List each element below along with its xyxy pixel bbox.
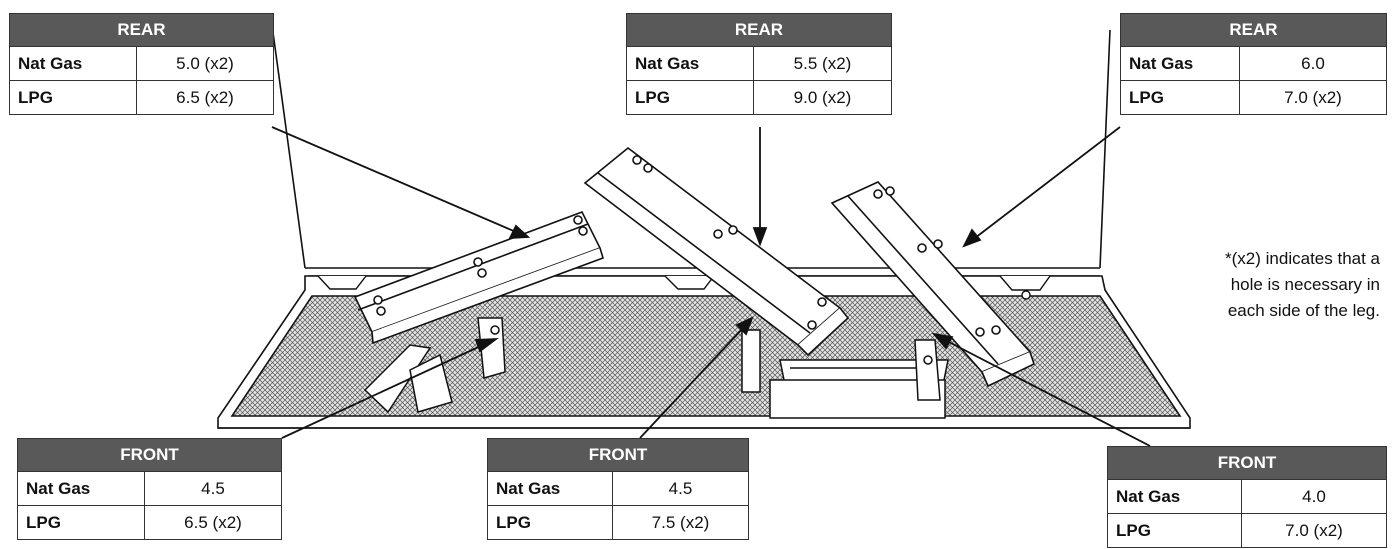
table-header: REAR <box>626 13 892 47</box>
orifice-value: 9.0 (x2) <box>753 80 892 115</box>
gas-type-label: LPG <box>1120 80 1240 115</box>
table-row: Nat Gas 4.0 <box>1107 479 1387 514</box>
gas-type-label: LPG <box>1107 513 1242 548</box>
burner-left <box>353 210 604 345</box>
left-burner-legs <box>363 317 506 414</box>
leader-lines <box>271 126 1151 447</box>
gas-type-label: Nat Gas <box>487 471 613 506</box>
burner-middle <box>583 146 850 357</box>
footnote-line: hole is necessary in <box>1230 275 1380 294</box>
table-row: Nat Gas 4.5 <box>487 471 749 506</box>
gas-type-label: Nat Gas <box>1107 479 1242 514</box>
gas-type-label: LPG <box>9 80 137 115</box>
front-left-orifice-table: FRONT Nat Gas 4.5 LPG 6.5 (x2) <box>17 438 282 540</box>
gas-type-label: Nat Gas <box>1120 46 1240 81</box>
table-row: LPG 6.5 (x2) <box>9 80 274 115</box>
gas-type-label: Nat Gas <box>626 46 754 81</box>
orifice-value: 6.5 (x2) <box>136 80 274 115</box>
orifice-value: 5.0 (x2) <box>136 46 274 81</box>
orifice-value: 4.5 <box>612 471 749 506</box>
gas-type-label: Nat Gas <box>9 46 137 81</box>
footnote-line: each side of the leg. <box>1227 301 1380 320</box>
orifice-value: 6.0 <box>1239 46 1387 81</box>
orifice-value: 7.0 (x2) <box>1241 513 1387 548</box>
table-header: FRONT <box>1107 446 1387 480</box>
table-row: LPG 6.5 (x2) <box>17 505 282 540</box>
table-row: LPG 7.5 (x2) <box>487 505 749 540</box>
table-row: Nat Gas 5.0 (x2) <box>9 46 274 81</box>
footnote-line: *(x2) indicates that a <box>1225 249 1380 268</box>
front-middle-orifice-table: FRONT Nat Gas 4.5 LPG 7.5 (x2) <box>487 438 749 540</box>
rear-middle-orifice-table: REAR Nat Gas 5.5 (x2) LPG 9.0 (x2) <box>626 13 892 115</box>
table-row: Nat Gas 5.5 (x2) <box>626 46 892 81</box>
table-header: REAR <box>9 13 274 47</box>
footnote: *(x2) indicates that a hole is necessary… <box>960 246 1380 324</box>
gas-type-label: LPG <box>487 505 613 540</box>
table-row: LPG 7.0 (x2) <box>1107 513 1387 548</box>
burner-right <box>830 181 1035 388</box>
mounting-tabs <box>317 275 1051 300</box>
front-right-orifice-table: FRONT Nat Gas 4.0 LPG 7.0 (x2) <box>1107 446 1387 548</box>
table-header: REAR <box>1120 13 1387 47</box>
gas-type-label: LPG <box>626 80 754 115</box>
right-burner-leg <box>914 339 941 401</box>
table-row: LPG 9.0 (x2) <box>626 80 892 115</box>
gas-type-label: LPG <box>17 505 145 540</box>
orifice-value: 6.5 (x2) <box>144 505 282 540</box>
orifice-value: 7.5 (x2) <box>612 505 749 540</box>
table-row: LPG 7.0 (x2) <box>1120 80 1387 115</box>
rear-right-orifice-table: REAR Nat Gas 6.0 LPG 7.0 (x2) <box>1120 13 1387 115</box>
middle-burner-base <box>741 329 949 419</box>
rear-left-orifice-table: REAR Nat Gas 5.0 (x2) LPG 6.5 (x2) <box>9 13 274 115</box>
table-row: Nat Gas 4.5 <box>17 471 282 506</box>
orifice-value: 5.5 (x2) <box>753 46 892 81</box>
table-row: Nat Gas 6.0 <box>1120 46 1387 81</box>
orifice-value: 7.0 (x2) <box>1239 80 1387 115</box>
orifice-value: 4.5 <box>144 471 282 506</box>
gas-type-label: Nat Gas <box>17 471 145 506</box>
orifice-value: 4.0 <box>1241 479 1387 514</box>
table-header: FRONT <box>487 438 749 472</box>
table-header: FRONT <box>17 438 282 472</box>
